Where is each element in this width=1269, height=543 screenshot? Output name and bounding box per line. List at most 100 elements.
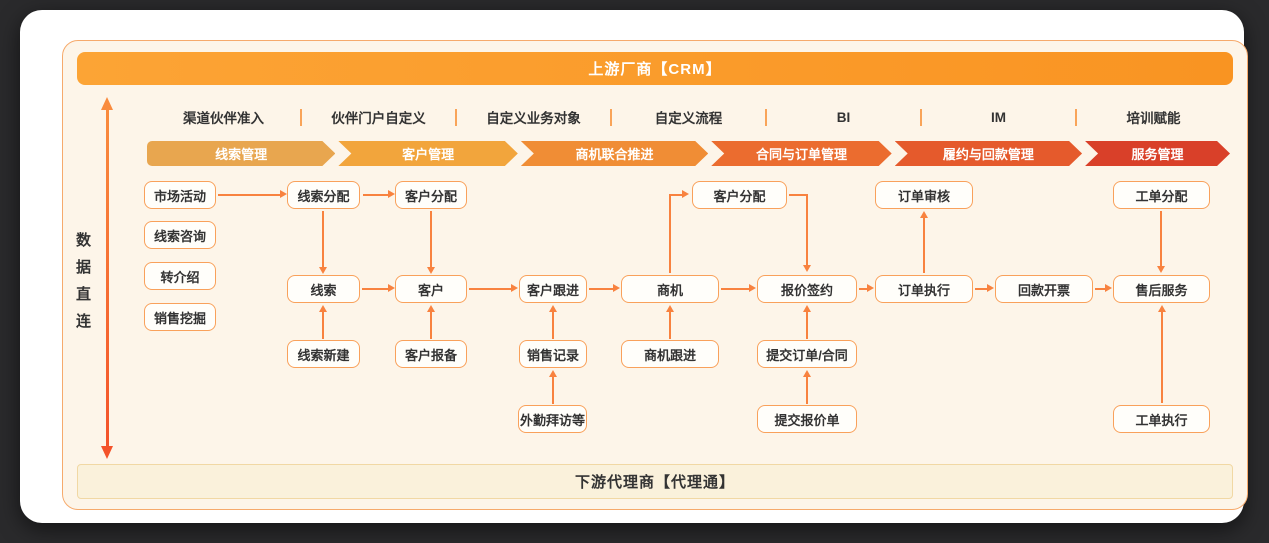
arrow-line [789, 194, 808, 196]
data-direct-label: 数据直连 [74, 232, 91, 340]
arrow-line [322, 312, 324, 339]
flow-node: 线索新建 [287, 340, 360, 368]
arrow-line [552, 312, 554, 339]
feature-divider [920, 108, 922, 126]
feature-divider [455, 108, 457, 126]
arrow-head-right [511, 284, 518, 292]
arrow-line [1095, 288, 1106, 290]
feature-divider [300, 108, 302, 126]
arrow-head-up [549, 305, 557, 312]
arrow-head-up [1158, 305, 1166, 312]
feature-item: 自定义业务对象 [486, 111, 581, 126]
flow-node: 工单分配 [1113, 181, 1210, 209]
arrow-head-up [427, 305, 435, 312]
feature-item: IM [991, 109, 1006, 125]
flow-node: 回款开票 [995, 275, 1093, 303]
flow-node: 线索咨询 [144, 221, 216, 249]
arrow-head-right [867, 284, 874, 292]
arrow-line [430, 312, 432, 339]
footer-title: 下游代理商【代理通】 [574, 474, 735, 491]
flow-node: 提交报价单 [757, 405, 857, 433]
feature-item: BI [836, 109, 851, 125]
flow-node: 订单执行 [875, 275, 973, 303]
flow-node: 客户跟进 [519, 275, 587, 303]
arrow-head-up [549, 370, 557, 377]
feature-item: 培训赋能 [1126, 111, 1181, 126]
arrow-head-right [280, 190, 287, 198]
arrow-line [669, 312, 671, 339]
stage-bar: 线索管理客户管理商机联合推进合同与订单管理履约与回款管理服务管理 [147, 141, 1230, 166]
arrow-head-right [987, 284, 994, 292]
arrow-line [430, 211, 432, 267]
arrow-line [721, 288, 750, 290]
diagram: 数据直连 市场活动线索咨询转介绍销售挖掘线索分配客户分配线索客户线索新建客户报备… [20, 10, 1244, 523]
arrow-head-up [803, 305, 811, 312]
arrow-line [806, 312, 808, 339]
flow-node: 订单审核 [875, 181, 973, 209]
footer-banner: 下游代理商【代理通】 [77, 464, 1233, 499]
flow-node: 工单执行 [1113, 405, 1210, 433]
arrow-line [362, 288, 389, 290]
flow-node: 线索分配 [287, 181, 360, 209]
stage-segment: 履约与回款管理 [895, 141, 1082, 166]
feature-divider [1075, 108, 1077, 126]
flow-node: 销售记录 [519, 340, 587, 368]
flow-node: 转介绍 [144, 262, 216, 290]
flow-node: 商机 [621, 275, 719, 303]
arrow-head-down [803, 265, 811, 272]
stage-segment: 商机联合推进 [521, 141, 708, 166]
feature-item: 伙伴门户自定义 [331, 111, 426, 126]
flow-node: 客户分配 [395, 181, 467, 209]
flow-node: 提交订单/合同 [757, 340, 857, 368]
arrow-up-icon [101, 97, 113, 110]
arrow-head-up [319, 305, 327, 312]
arrow-line [218, 194, 280, 196]
arrow-line [469, 288, 512, 290]
arrow-down-icon [101, 446, 113, 459]
arrow-line [806, 194, 808, 265]
arrow-line [363, 194, 389, 196]
feature-divider [765, 108, 767, 126]
arrow-line [859, 288, 868, 290]
flow-node: 客户分配 [692, 181, 787, 209]
arrow-head-down [319, 267, 327, 274]
arrow-line [669, 194, 683, 196]
arrow-head-down [427, 267, 435, 274]
arrow-head-up [920, 211, 928, 218]
arrow-head-right [1105, 284, 1112, 292]
flow-node: 销售挖掘 [144, 303, 216, 331]
arrow-head-down [1157, 266, 1165, 273]
arrow-line [669, 194, 671, 273]
flow-node: 市场活动 [144, 181, 216, 209]
arrow-head-up [803, 370, 811, 377]
stage-segment: 服务管理 [1085, 141, 1230, 166]
stage-segment: 合同与订单管理 [711, 141, 891, 166]
flow-node: 报价签约 [757, 275, 857, 303]
feature-item: 渠道伙伴准入 [183, 111, 264, 126]
arrow-line [589, 288, 614, 290]
arrow-head-up [666, 305, 674, 312]
arrow-line [322, 211, 324, 267]
arrow-line [552, 377, 554, 404]
arrow-head-right [613, 284, 620, 292]
arrow-line [806, 377, 808, 404]
arrow-line [923, 218, 925, 273]
feature-divider [610, 108, 612, 126]
stage-segment: 线索管理 [147, 141, 335, 166]
arrow-line [1161, 312, 1163, 403]
flow-node: 客户 [395, 275, 467, 303]
flow-node: 客户报备 [395, 340, 467, 368]
flow-node: 售后服务 [1113, 275, 1210, 303]
arrow-line [1160, 211, 1162, 266]
data-direct-arrow-line [106, 110, 109, 446]
arrow-head-right [749, 284, 756, 292]
stage-segment: 客户管理 [338, 141, 517, 166]
flow-node: 外勤拜访等 [518, 405, 587, 433]
header-title: 上游厂商【CRM】 [588, 61, 722, 78]
header-banner: 上游厂商【CRM】 [77, 52, 1233, 85]
arrow-head-right [388, 190, 395, 198]
arrow-line [975, 288, 988, 290]
